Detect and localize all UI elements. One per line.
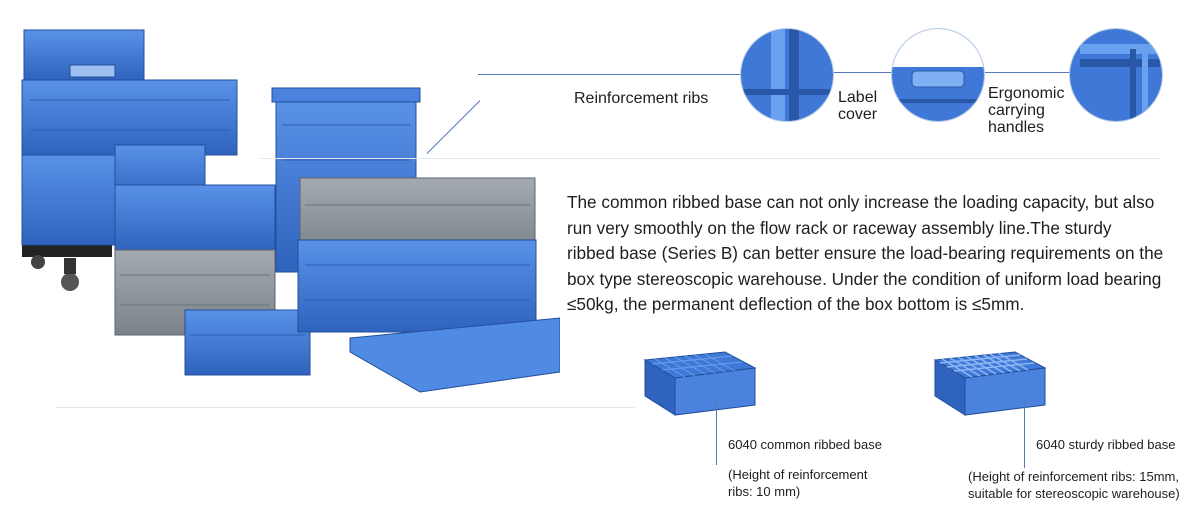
common-ribbed-base-illustration [643,351,757,416]
common-base-note-line2: ribs: 10 mm) [728,484,801,499]
common-base-note-line1: (Height of reinforcement [728,467,868,482]
label-cover-label-line1: Label [838,89,878,106]
common-base-leader [716,400,717,465]
flat-lid [349,317,560,393]
divider-top [260,158,1160,159]
reinforcement-ribs-detail [740,28,834,122]
handles-label-line2: carrying [988,102,1045,119]
common-base-title: 6040 common ribbed base [728,437,882,452]
leader-line-3 [985,72,1070,73]
sturdy-ribbed-base-illustration [933,351,1047,416]
leader-line-2 [833,72,893,73]
divider-bottom [55,407,635,408]
base-description: The common ribbed base can not only incr… [567,192,1164,314]
small-crate-stack [114,144,311,376]
sturdy-base-note-line1: (Height of reinforcement ribs: 15mm, [968,469,1179,484]
handles-label-line3: handles [988,119,1045,136]
sturdy-base-leader [1024,398,1025,468]
leader-line [478,74,743,75]
sturdy-base-note-line2: suitable for stereoscopic warehouse) [968,486,1180,501]
label-cover-label-line2: cover [838,106,878,123]
sturdy-base-title: 6040 sturdy ribbed base [1036,437,1176,452]
label-cover-detail [891,28,985,122]
reinforcement-ribs-label: Reinforcement ribs [574,90,709,107]
handles-label-line1: Ergonomic [988,85,1065,102]
large-crate-stack [297,177,537,333]
crate-collection-illustration [21,29,560,393]
carrying-handles-detail [1069,28,1163,122]
